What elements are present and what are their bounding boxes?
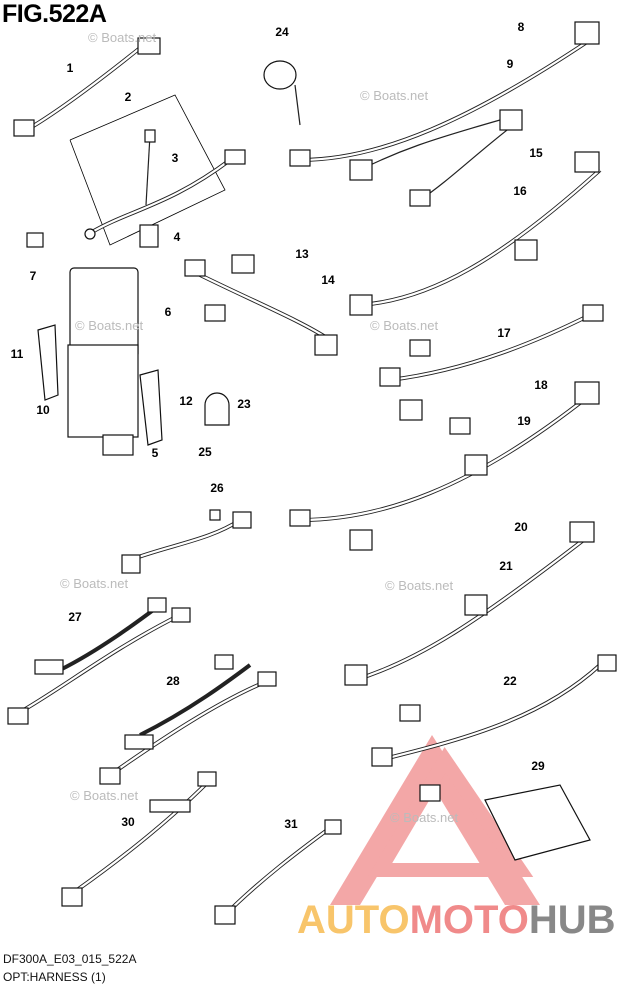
callout-30: 30: [121, 815, 135, 829]
callout-4: 4: [174, 230, 181, 244]
watermark: © Boats.net: [60, 576, 129, 591]
callout-15: 15: [529, 146, 543, 160]
logo: AUTOMOTOHUB: [297, 898, 616, 943]
callout-13: 13: [295, 247, 309, 261]
callout-23: 23: [237, 397, 251, 411]
figure-name: OPT:HARNESS (1): [3, 970, 106, 984]
callout-5: 5: [152, 446, 159, 460]
callout-31: 31: [284, 817, 298, 831]
logo-part-moto: MOTO: [409, 898, 529, 942]
harness-13: [184, 254, 338, 356]
watermark: © Boats.net: [88, 30, 157, 45]
callout-19: 19: [517, 414, 531, 428]
callout-7: 7: [30, 269, 37, 283]
group-box-2: [69, 94, 226, 246]
callout-21: 21: [499, 559, 513, 573]
callout-20: 20: [514, 520, 528, 534]
part-11-bracket: [37, 324, 59, 401]
callout-24: 24: [275, 25, 289, 39]
harness-20: [344, 521, 595, 722]
callout-3: 3: [172, 151, 179, 165]
callout-25: 25: [198, 445, 212, 459]
callout-11: 11: [11, 347, 24, 361]
part-7-cap: [26, 232, 44, 248]
harness-8: [289, 21, 600, 207]
callout-6: 6: [165, 305, 172, 319]
part-5-seal: [102, 434, 134, 456]
callout-26: 26: [210, 481, 224, 495]
callout-10: 10: [36, 403, 50, 417]
watermark: © Boats.net: [390, 810, 459, 825]
watermarks: © Boats.net © Boats.net © Boats.net © Boats…: [60, 30, 459, 825]
harness-28: [99, 654, 277, 785]
callout-12: 12: [179, 394, 193, 408]
watermark: © Boats.net: [75, 318, 144, 333]
callout-16: 16: [513, 184, 527, 198]
watermark: © Boats.net: [70, 788, 139, 803]
logo-part-hub: HUB: [528, 898, 616, 942]
callout-22: 22: [503, 674, 517, 688]
watermark: © Boats.net: [360, 88, 429, 103]
logo-part-auto: AUTO: [297, 898, 410, 942]
callout-2: 2: [125, 90, 132, 104]
part-24-sensor: [263, 60, 301, 126]
callout-29: 29: [531, 759, 545, 773]
harness-18: [289, 381, 600, 551]
logo-triangles: [330, 735, 540, 905]
harness-30: [61, 771, 217, 907]
watermark: © Boats.net: [370, 318, 439, 333]
harness-22: [371, 654, 617, 802]
callout-28: 28: [166, 674, 180, 688]
callout-27: 27: [68, 610, 82, 624]
part-23-clamp: [204, 392, 230, 426]
harness-17: [379, 304, 604, 435]
harness-31: [214, 819, 342, 925]
harness-27: [7, 597, 191, 725]
part-12-bracket: [139, 369, 163, 446]
part-10-module: [67, 344, 139, 438]
callout-14: 14: [321, 273, 335, 287]
callout-8: 8: [518, 20, 525, 34]
harness-15: [349, 151, 602, 357]
figure-title: FIG.522A: [2, 0, 107, 28]
callout-18: 18: [534, 378, 548, 392]
part-29-bag: [484, 784, 591, 861]
part-2-ground-cable: [84, 129, 246, 248]
watermark: © Boats.net: [385, 578, 454, 593]
part-1-harness: [13, 37, 161, 137]
figure-code: DF300A_E03_015_522A: [3, 952, 137, 966]
callout-9: 9: [507, 57, 514, 71]
harness-25: [121, 509, 252, 574]
callout-17: 17: [497, 326, 511, 340]
callout-1: 1: [67, 61, 74, 75]
callout-numbers: 1234567891011121314151617181920212223242…: [11, 20, 548, 831]
